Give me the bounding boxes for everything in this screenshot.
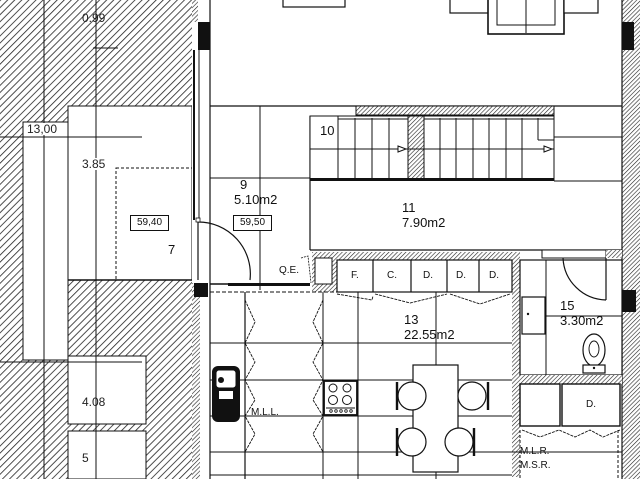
kitchen-cabinets bbox=[336, 259, 513, 305]
toilet-icon bbox=[582, 333, 606, 374]
cabinet-label: D. bbox=[586, 399, 596, 410]
sink-icon bbox=[212, 366, 240, 422]
room-11-number: 11 bbox=[402, 200, 416, 215]
room-13-number: 13 bbox=[404, 312, 419, 327]
room-11-area: 7.90m2 bbox=[402, 215, 446, 230]
room-7-number: 7 bbox=[168, 242, 176, 257]
staircase bbox=[309, 105, 622, 182]
dimension-label: 3.85 bbox=[82, 157, 106, 171]
left-light-well bbox=[0, 0, 193, 479]
west-wall bbox=[192, 0, 211, 479]
room-9-area: 5.10m2 bbox=[234, 192, 278, 207]
annotation-qe: Q.E. bbox=[279, 265, 300, 276]
cabinet-label: C. bbox=[387, 270, 397, 281]
living-room-furniture bbox=[282, 0, 599, 35]
cooktop-icon bbox=[323, 380, 358, 416]
dimension-label: 13,00 bbox=[26, 122, 59, 136]
room-15-number: 15 bbox=[560, 298, 575, 313]
level-tag: 59,50 bbox=[233, 215, 273, 231]
cabinet-label: D. bbox=[456, 270, 466, 281]
cabinet-label: D. bbox=[489, 270, 499, 281]
annotation-mll: M.L.L. bbox=[251, 407, 279, 418]
annotation-msr: M.S.R. bbox=[520, 460, 551, 471]
annotation-mlr: M.L.R. bbox=[520, 446, 550, 457]
kitchen-upper-wall bbox=[210, 249, 622, 477]
room-10-number: 10 bbox=[320, 123, 335, 138]
dimension-label: 0.99 bbox=[82, 11, 106, 25]
level-tag: 59,40 bbox=[130, 215, 170, 231]
dining-table-icon bbox=[395, 358, 490, 473]
room-13-area: 22.55m2 bbox=[404, 327, 455, 342]
east-wall bbox=[621, 0, 640, 479]
dimension-label: 5 bbox=[82, 451, 89, 465]
cabinet-label: F. bbox=[351, 270, 359, 281]
room-9-number: 9 bbox=[240, 177, 248, 192]
kitchen-counters bbox=[244, 292, 324, 479]
dimension-label: 4.08 bbox=[82, 395, 106, 409]
cabinet-label: D. bbox=[423, 270, 433, 281]
room-15-area: 3.30m2 bbox=[560, 313, 604, 328]
room-15-bathroom bbox=[488, 257, 623, 479]
